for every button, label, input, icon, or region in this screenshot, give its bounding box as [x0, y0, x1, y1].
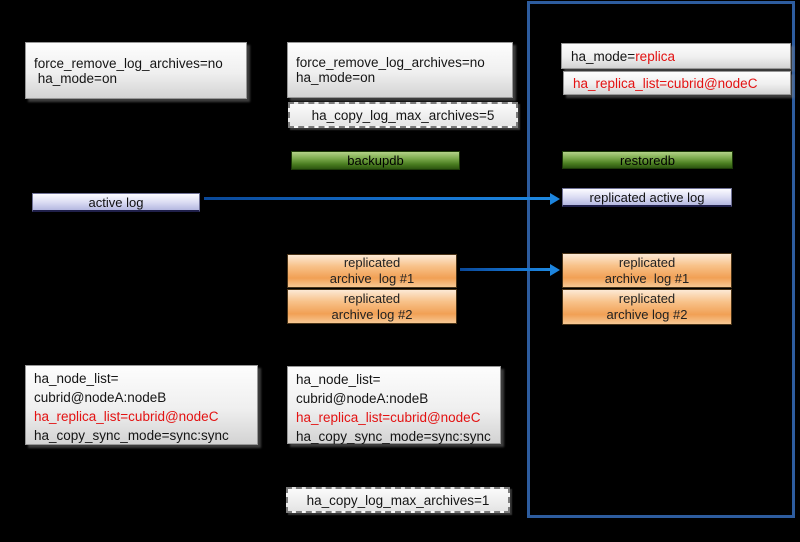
ha-replica-list-line: ha_replica_list=cubrid@nodeC	[34, 409, 219, 424]
ha-copy-sync-mode-line: ha_copy_sync_mode=sync:sync	[34, 428, 229, 443]
slave-archive-log-2-box: replicated archive log #2	[287, 289, 457, 324]
copy-log-max-archives-1-box: ha_copy_log_max_archives=1	[286, 487, 510, 513]
ha-node-list-value-line: cubrid@nodeA:nodeB	[296, 391, 429, 406]
replica-archive-log-2-box: replicated archive log #2	[562, 289, 732, 325]
active-log-box: active log	[32, 193, 200, 212]
replica-node-frame	[527, 1, 795, 518]
master-ha-config-box: ha_node_list= cubrid@nodeA:nodeB ha_repl…	[25, 365, 258, 445]
ha-node-list-line: ha_node_list=	[296, 372, 381, 387]
ha-node-list-value-line: cubrid@nodeA:nodeB	[34, 390, 167, 405]
ha-mode-value: replica	[635, 48, 675, 64]
active-log-copy-arrow-head	[550, 193, 560, 205]
restoredb-button: restoredb	[562, 151, 733, 169]
ha-mode-prefix: ha_mode=	[571, 48, 636, 64]
active-log-copy-arrow	[204, 197, 550, 200]
archive-log-copy-arrow	[460, 268, 550, 271]
ha-node-list-line: ha_node_list=	[34, 371, 119, 386]
replicated-active-log-box: replicated active log	[562, 188, 732, 207]
replica-archive-log-1-box: replicated archive log #1	[562, 253, 732, 288]
slave-config-box: force_remove_log_archives=no ha_mode=on	[287, 42, 513, 98]
replica-ha-mode-box: ha_mode=replica	[561, 43, 791, 69]
ha-copy-sync-mode-line: ha_copy_sync_mode=sync:sync	[296, 429, 491, 444]
ha-replica-list-line: ha_replica_list=cubrid@nodeC	[296, 410, 481, 425]
backupdb-button: backupdb	[291, 151, 460, 170]
replica-ha-replica-list-box: ha_replica_list=cubrid@nodeC	[563, 71, 791, 95]
copy-log-max-archives-5-box: ha_copy_log_max_archives=5	[288, 102, 518, 128]
slave-ha-config-box: ha_node_list= cubrid@nodeA:nodeB ha_repl…	[287, 366, 501, 444]
master-config-box: force_remove_log_archives=no ha_mode=on	[25, 42, 247, 99]
slave-archive-log-1-box: replicated archive log #1	[287, 254, 457, 288]
archive-log-copy-arrow-head	[550, 264, 560, 276]
